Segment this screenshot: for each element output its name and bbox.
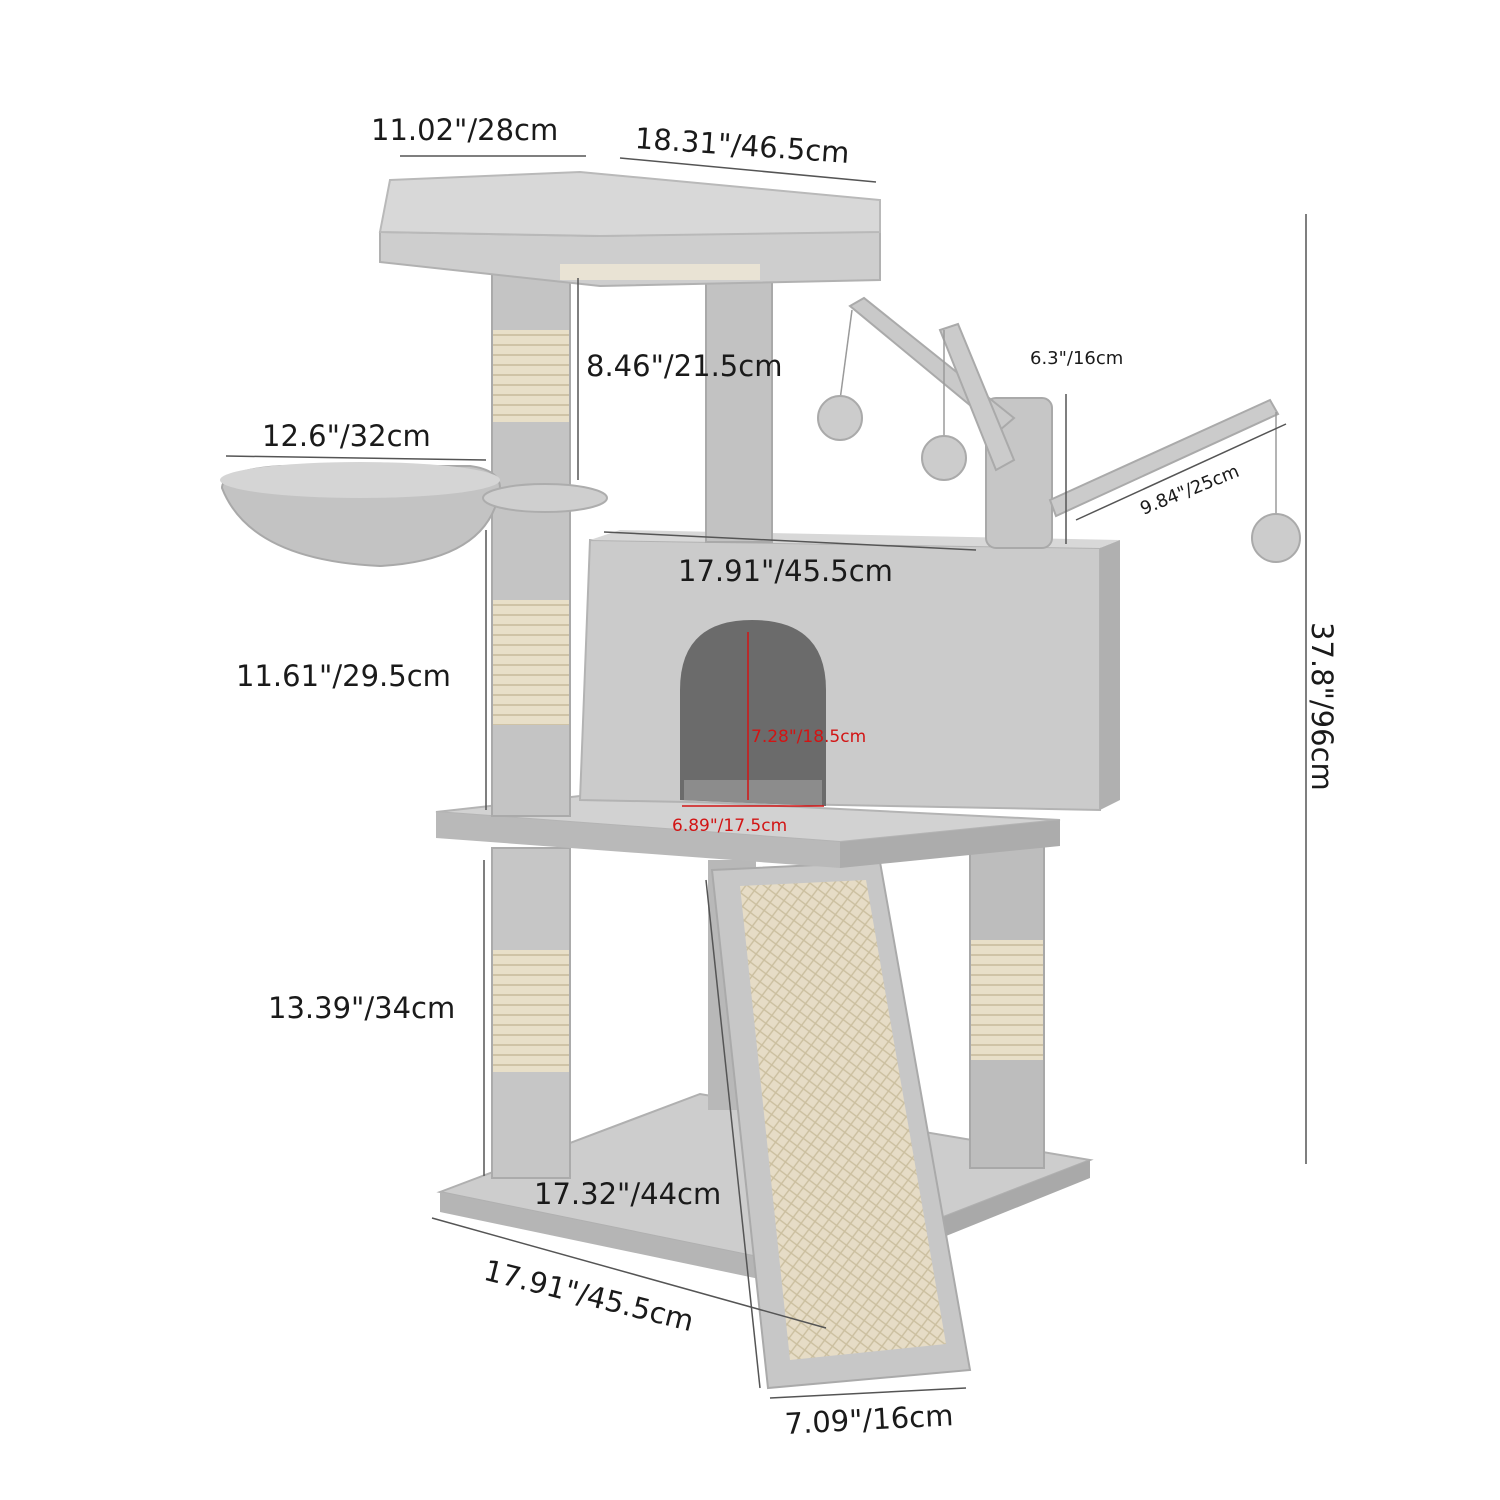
scratching-ramp xyxy=(710,860,972,1390)
label-toy-post-width: 6.3"/16cm xyxy=(1030,348,1124,369)
condo-box xyxy=(578,530,1120,812)
doorway-dimension-lines xyxy=(682,632,824,807)
label-ramp-width: 7.09"/16cm xyxy=(783,1398,955,1441)
lower-post-right xyxy=(969,837,1045,1169)
label-condo-width: 17.91"/45.5cm xyxy=(678,554,893,588)
label-doorway-height: 7.28"/18.5cm xyxy=(751,727,867,747)
label-lower-post-height: 13.39"/34cm xyxy=(268,991,456,1025)
basket-step xyxy=(482,483,608,513)
toy-post xyxy=(848,296,1280,549)
label-base-depth: 17.32"/44cm xyxy=(534,1177,722,1211)
pompom-toys xyxy=(817,309,1301,563)
label-middle-post-height: 11.61"/29.5cm xyxy=(236,659,451,693)
top-perch xyxy=(378,170,881,288)
label-overall-height: 37.8"/96cm xyxy=(1305,622,1339,791)
hanging-basket xyxy=(220,462,502,568)
dimension-lines xyxy=(225,155,1307,1399)
condo-doorway xyxy=(680,620,826,806)
label-basket-diameter: 12.6"/32cm xyxy=(262,419,431,453)
label-top-post-height: 8.46"/21.5cm xyxy=(586,349,783,383)
middle-platform xyxy=(435,794,1061,868)
lower-post-left xyxy=(491,847,571,1179)
middle-post xyxy=(491,257,571,817)
upper-post xyxy=(705,261,773,543)
label-top-perch-depth: 11.02"/28cm xyxy=(371,113,559,147)
label-doorway-width: 6.89"/17.5cm xyxy=(672,816,788,836)
